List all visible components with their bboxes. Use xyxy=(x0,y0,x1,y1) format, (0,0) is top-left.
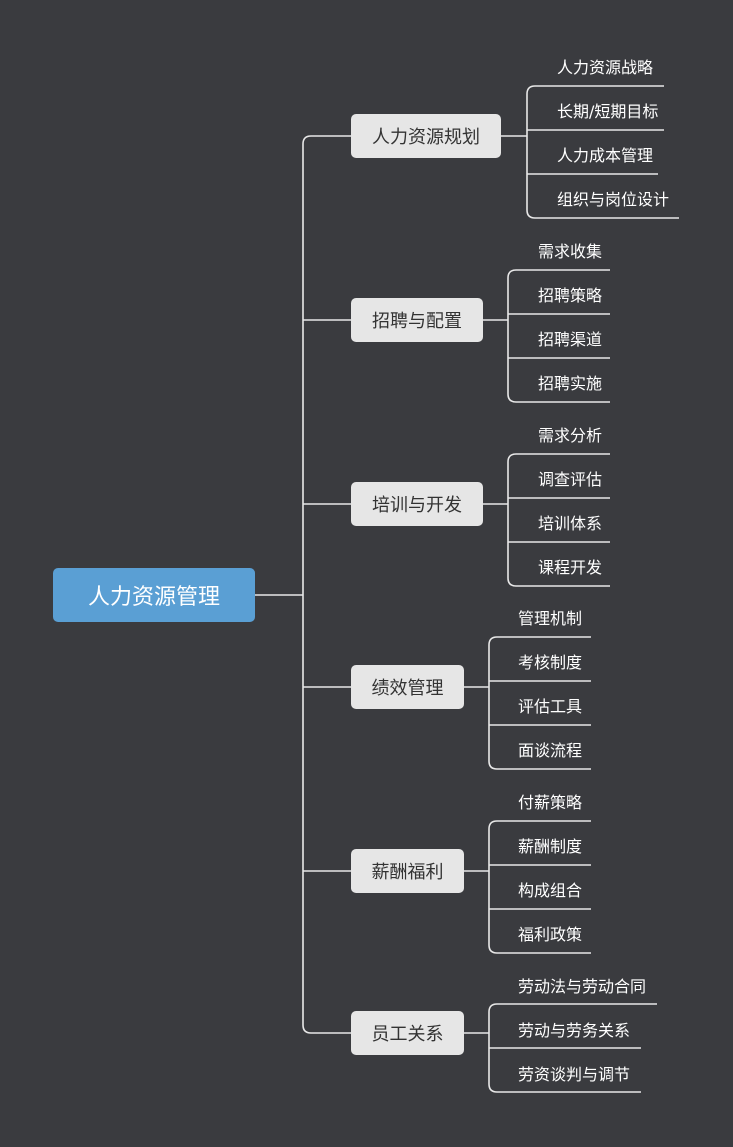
branch-node-compensation[interactable]: 薪酬福利 xyxy=(351,849,464,893)
leaf-node[interactable]: 评估工具 xyxy=(518,697,583,716)
leaf-node[interactable]: 面谈流程 xyxy=(518,741,583,760)
leaf-node[interactable]: 招聘渠道 xyxy=(538,330,603,349)
branch-node-training[interactable]: 培训与开发 xyxy=(351,482,483,526)
leaf-spine xyxy=(488,636,498,770)
branch-node-hr-planning[interactable]: 人力资源规划 xyxy=(351,114,501,158)
branch-node-employee-relations[interactable]: 员工关系 xyxy=(351,1011,464,1055)
leaf-node[interactable]: 人力资源战略 xyxy=(557,58,654,77)
leaf-spine xyxy=(507,269,517,403)
leaf-node[interactable]: 招聘实施 xyxy=(538,374,603,393)
leaf-node[interactable]: 构成组合 xyxy=(518,881,583,900)
trunk-line xyxy=(302,135,312,1034)
leaf-node[interactable]: 管理机制 xyxy=(518,609,583,628)
leaf-node[interactable]: 调查评估 xyxy=(538,470,603,489)
leaf-spine xyxy=(488,820,498,954)
leaf-node[interactable]: 劳动法与劳动合同 xyxy=(518,977,647,996)
leaf-spine xyxy=(526,85,536,219)
branch-node-recruitment[interactable]: 招聘与配置 xyxy=(351,298,483,342)
leaf-node[interactable]: 招聘策略 xyxy=(538,286,603,305)
leaf-node[interactable]: 长期/短期目标 xyxy=(557,102,659,121)
leaf-node[interactable]: 劳资谈判与调节 xyxy=(518,1065,631,1084)
leaf-node[interactable]: 培训体系 xyxy=(538,514,603,533)
leaf-node[interactable]: 人力成本管理 xyxy=(557,146,654,165)
leaf-node[interactable]: 福利政策 xyxy=(518,925,583,944)
leaf-node[interactable]: 付薪策略 xyxy=(518,793,583,812)
leaf-node[interactable]: 需求分析 xyxy=(538,426,603,445)
leaf-node[interactable]: 课程开发 xyxy=(538,558,603,577)
leaf-node[interactable]: 考核制度 xyxy=(518,653,583,672)
leaf-node[interactable]: 组织与岗位设计 xyxy=(557,190,670,209)
branch-node-performance[interactable]: 绩效管理 xyxy=(351,665,464,709)
leaf-node[interactable]: 劳动与劳务关系 xyxy=(518,1021,631,1040)
leaf-node[interactable]: 薪酬制度 xyxy=(518,837,583,856)
root-node[interactable]: 人力资源管理 xyxy=(53,568,255,622)
leaf-spine xyxy=(507,453,517,587)
leaf-node[interactable]: 需求收集 xyxy=(538,242,603,261)
